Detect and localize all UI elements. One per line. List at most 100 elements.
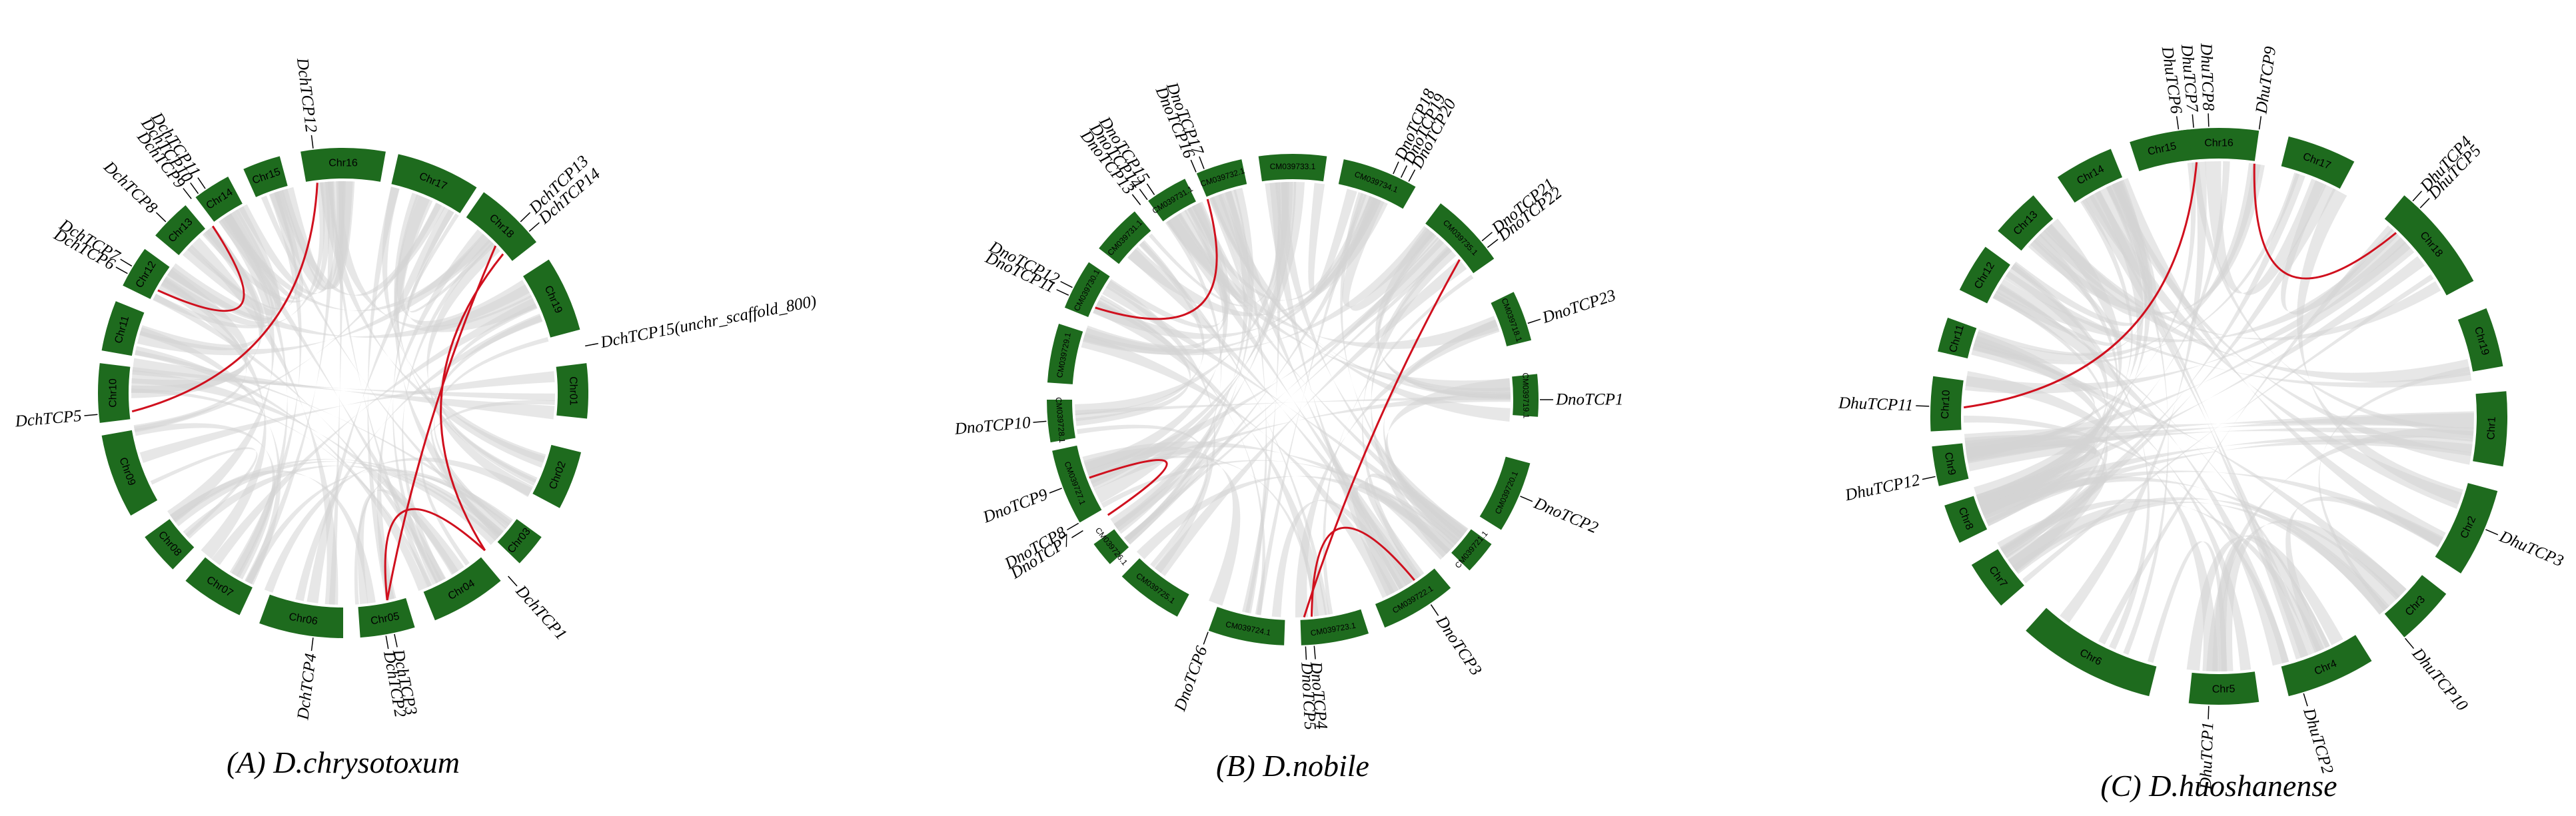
panel-c: Chr16Chr17Chr18Chr19Chr1Chr2Chr3Chr4Chr5… <box>1838 42 2566 803</box>
gene-leader-line <box>585 342 598 347</box>
red-synteny-link <box>1095 199 1218 320</box>
chromosome-arc <box>1451 529 1492 571</box>
gene-leader-line <box>197 177 206 189</box>
chromosome-arc <box>2384 575 2447 637</box>
chromosome-arc <box>532 444 582 508</box>
chromosome-arc <box>1093 529 1129 564</box>
red-synteny-link <box>1089 459 1168 516</box>
chromosome-block: Chr13 <box>155 205 206 256</box>
chromosome-label: Chr1 <box>2485 416 2498 440</box>
gene-leader-line <box>311 637 314 651</box>
gray-synteny-link <box>1107 207 1228 328</box>
chromosome-arc <box>101 301 145 356</box>
chromosome-arc <box>2188 671 2259 705</box>
chromosome-block: Chr7 <box>1971 549 2024 606</box>
chromosome-block: Chr15 <box>243 156 288 197</box>
chromosome-block: Chr11 <box>101 301 145 356</box>
chromosome-block: Chr04 <box>423 557 501 621</box>
chromosome-arc <box>1258 154 1327 182</box>
gray-synteny-link <box>1177 197 1246 304</box>
gray-link-group <box>1075 182 1511 617</box>
gray-synteny-link <box>223 213 288 578</box>
gray-synteny-link <box>169 458 504 537</box>
chromosome-arc <box>1121 558 1189 617</box>
chromosome-block: Chr05 <box>358 598 415 638</box>
chromosome-block: Chr03 <box>497 519 542 564</box>
chromosome-block: CM039732.1 <box>1196 159 1247 197</box>
gray-synteny-link <box>2281 180 2399 315</box>
chromosome-arc <box>391 154 477 213</box>
chromosome-block: Chr4 <box>2281 635 2372 697</box>
chromosome-block: Chr1 <box>2473 391 2507 467</box>
chromosome-label: CM039719.1 <box>1521 372 1531 418</box>
chromosome-arc <box>2457 308 2503 372</box>
gray-synteny-link <box>183 465 498 546</box>
chromosome-arc <box>1208 607 1285 645</box>
gene-marker: DhuTCP8 <box>2197 42 2217 127</box>
chromosome-block: Chr6 <box>2026 608 2157 697</box>
chromosome-block: Chr17 <box>391 154 477 213</box>
chromosome-block: CM039728.1 <box>1047 397 1076 444</box>
gray-synteny-link <box>1124 187 1254 545</box>
gene-leader-line <box>1056 289 1069 296</box>
gray-synteny-link <box>426 242 534 498</box>
gene-leader-line <box>2208 113 2210 127</box>
chromosome-block: CM039723.1 <box>1300 609 1369 645</box>
gene-leader-line <box>1430 604 1439 616</box>
chromosome-block: CM039719.1 <box>1512 372 1539 419</box>
chromosome-arc <box>1959 246 2010 304</box>
gene-leader-line <box>1481 232 1493 242</box>
gray-synteny-link <box>173 461 501 541</box>
gene-leader-line <box>1313 645 1316 659</box>
gene-leader-line <box>311 135 314 149</box>
chromosome-arc <box>185 557 253 615</box>
gray-synteny-link <box>1997 498 2322 654</box>
gene-leader-line <box>1400 165 1408 178</box>
gray-synteny-link <box>2033 180 2157 318</box>
chromosome-arc <box>466 192 536 261</box>
red-link-group <box>1089 199 1461 618</box>
chromosome-arc <box>195 177 243 222</box>
chromosome-arc <box>1944 496 1988 543</box>
chromosome-block: Chr02 <box>532 444 582 508</box>
chromosome-arc <box>1425 203 1495 274</box>
red-synteny-link <box>157 225 245 312</box>
gene-leader-line <box>2208 705 2210 719</box>
red-synteny-link <box>384 508 486 601</box>
gray-synteny-link <box>264 457 533 593</box>
gene-leader-line <box>2258 116 2262 130</box>
chromosome-arc <box>1300 609 1369 645</box>
gene-leader-line <box>2412 191 2423 202</box>
gray-synteny-link <box>1242 182 1281 613</box>
chromosome-block: Chr12 <box>123 248 170 299</box>
gray-synteny-link <box>2012 501 2388 615</box>
chromosome-arc <box>1148 179 1196 222</box>
chromosome-arc <box>145 519 195 570</box>
panel-caption: (C) D.huoshanense <box>2100 769 2337 803</box>
red-synteny-link <box>440 253 504 552</box>
chromosome-block: Chr18 <box>2384 195 2474 296</box>
gene-leader-line <box>120 258 133 267</box>
gene-leader-line <box>155 212 167 222</box>
gray-synteny-link <box>376 229 485 600</box>
chromosome-block: Chr14 <box>195 177 243 222</box>
gray-synteny-link <box>2039 224 2471 382</box>
gray-synteny-link <box>1191 194 1253 301</box>
gray-synteny-link <box>307 206 454 604</box>
gray-synteny-link <box>1976 218 2122 510</box>
gene-leader-line <box>1408 169 1416 182</box>
chromosome-arc <box>301 148 386 182</box>
chromosome-block: Chr12 <box>1959 246 2010 304</box>
chromosome-arc <box>155 205 206 256</box>
gray-synteny-link <box>1102 285 1465 542</box>
gray-synteny-link <box>139 371 555 464</box>
chromosome-arc <box>2178 128 2259 161</box>
chromosome-label: Chr16 <box>328 158 358 169</box>
gray-synteny-link <box>1323 274 1474 615</box>
gene-leader-line <box>1527 318 1541 324</box>
chromosome-arc <box>1512 374 1539 417</box>
chromosome-block: Chr10 <box>98 363 131 423</box>
chromosome-arc <box>523 259 580 338</box>
gray-link-group <box>131 181 555 605</box>
